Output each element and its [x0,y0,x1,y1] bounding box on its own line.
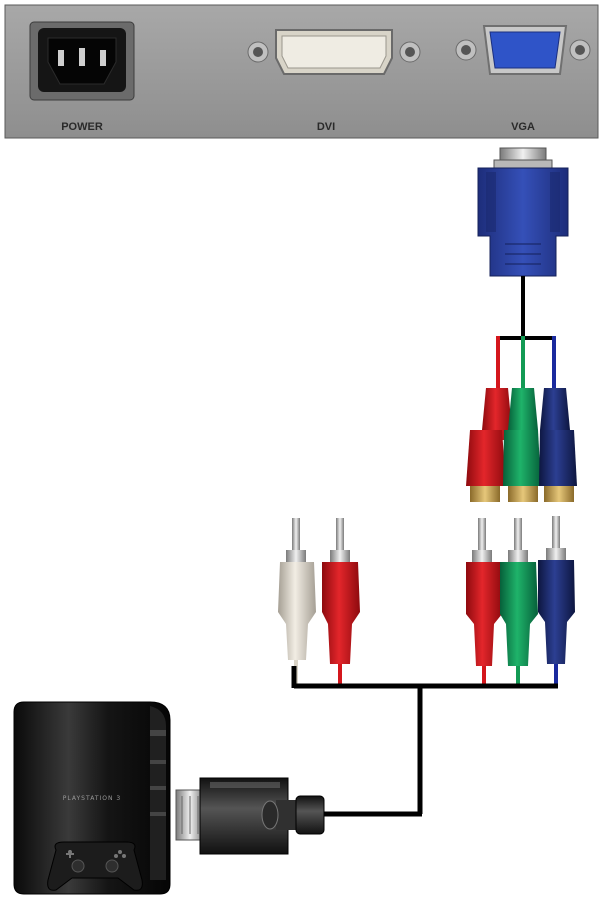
component-jack-blue [539,388,577,502]
power-label: POWER [61,121,103,133]
component-plug-green [500,518,538,686]
audio-plug-white [278,518,316,686]
bus-cable [294,666,558,814]
audio-plug-red [322,518,360,686]
component-plug-red [466,518,502,686]
av-multi-plug [176,778,324,854]
vga-cable [496,276,556,388]
vga-plug [478,148,568,276]
dvi-label: DVI [317,121,335,133]
component-plug-blue [538,516,575,686]
vga-label: VGA [511,121,535,133]
power-port [30,22,134,100]
ps3-logo: PLAYSTATION 3 [63,795,121,802]
